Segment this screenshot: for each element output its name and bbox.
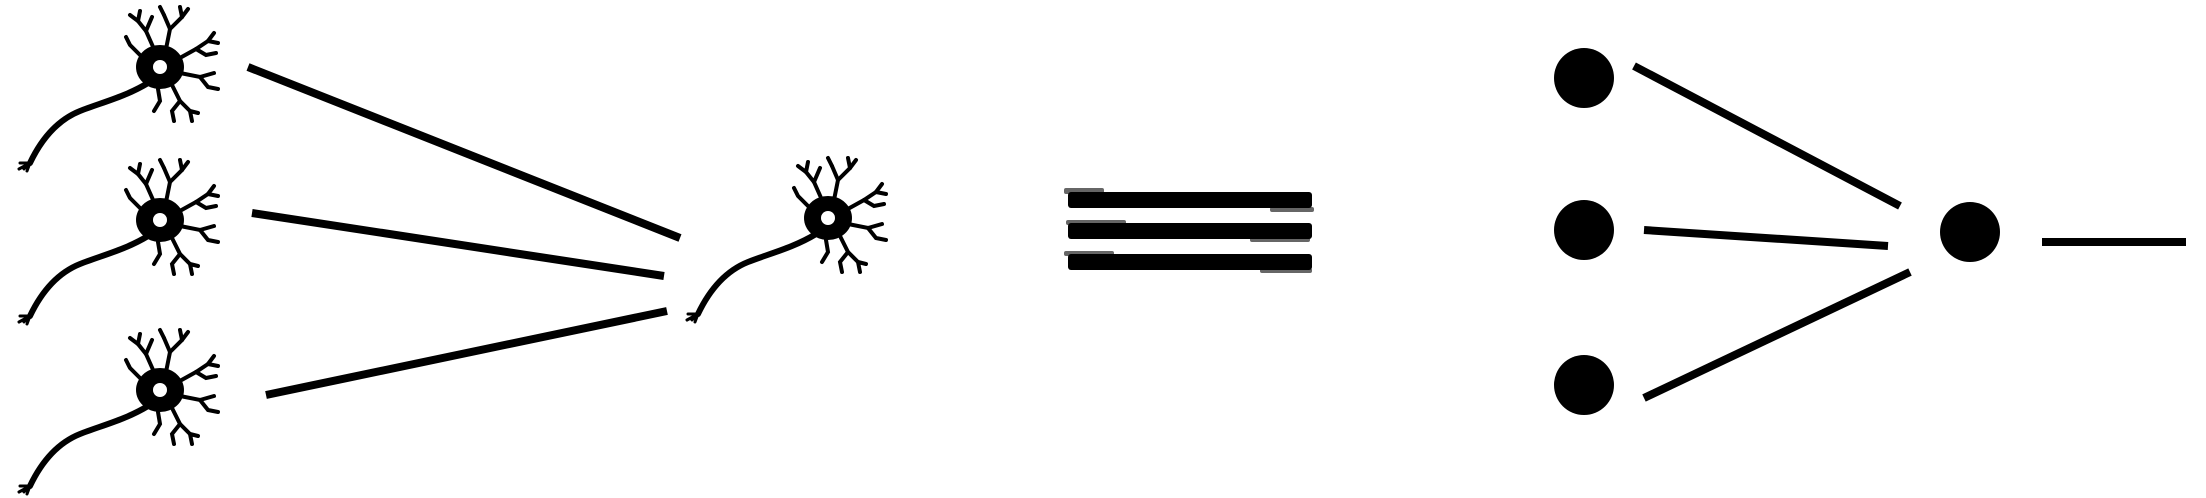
connection-line-2 [251, 209, 665, 280]
edge-line-1 [1632, 62, 1902, 210]
input-node-2 [1554, 200, 1614, 260]
edge-line-2 [1643, 226, 1889, 250]
biological-network [19, 7, 886, 494]
equivalence-icon [1064, 188, 1314, 273]
output-neuron-icon [687, 158, 886, 322]
connection-line-1 [246, 63, 682, 242]
input-neuron-3-icon [19, 330, 218, 494]
output-node [1940, 202, 2000, 262]
input-node-3 [1554, 355, 1614, 415]
edge-line-3 [1642, 268, 1912, 402]
input-neuron-2-icon [19, 160, 218, 324]
input-neuron-1-icon [19, 7, 218, 171]
input-node-1 [1554, 48, 1614, 108]
artificial-network [1554, 48, 2186, 415]
connection-line-3 [265, 307, 668, 399]
